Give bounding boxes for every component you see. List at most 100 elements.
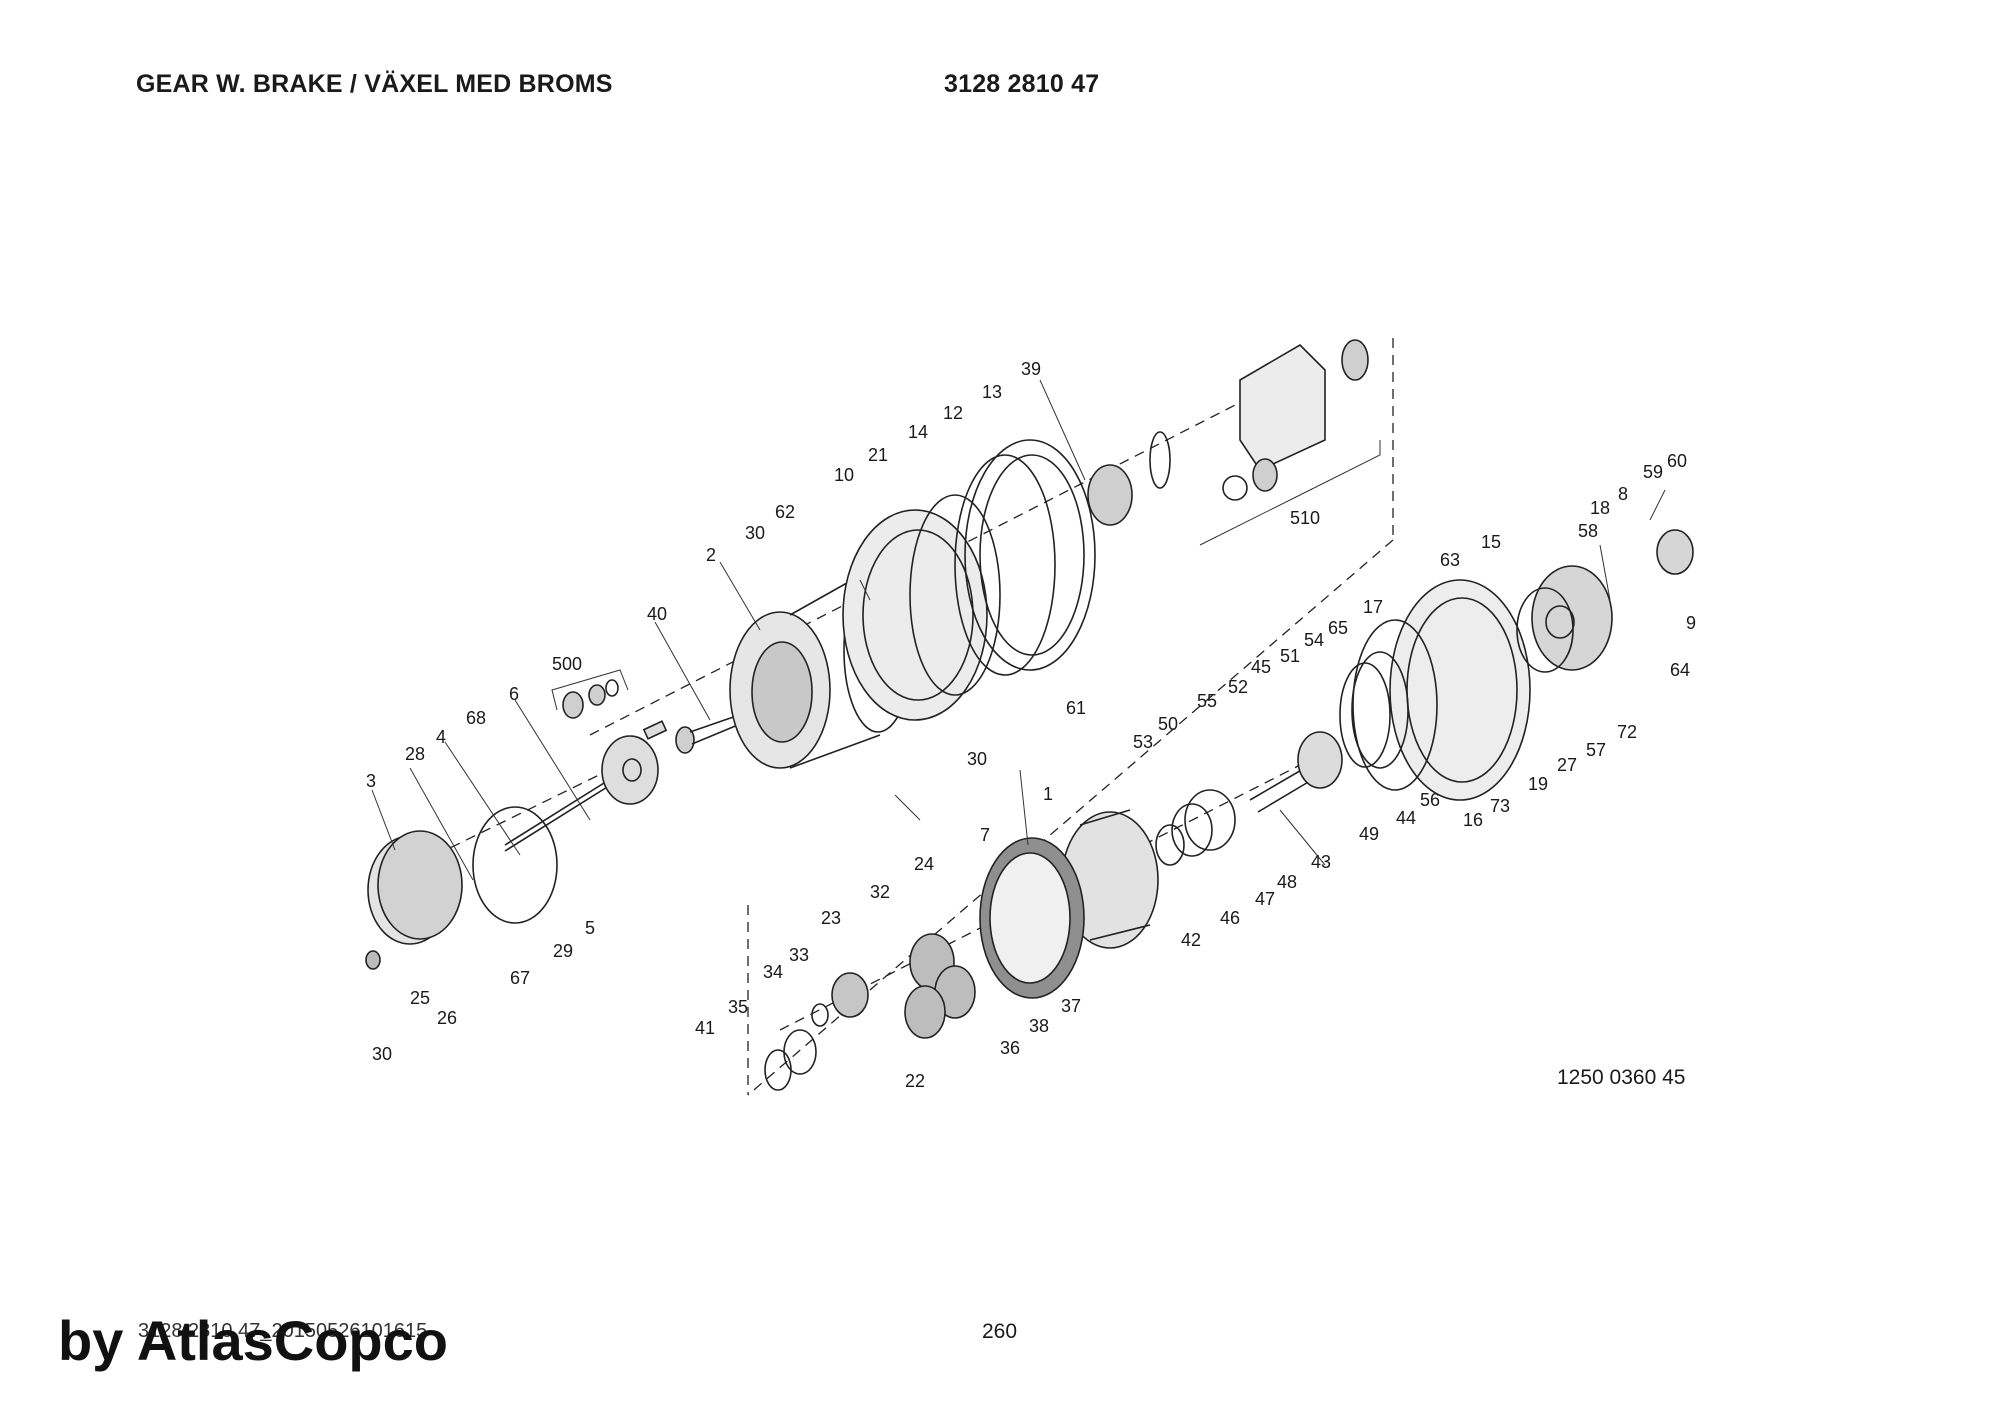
motor-adapter xyxy=(1516,529,1694,673)
part-number: 3128 2810 47 xyxy=(944,70,1100,98)
circlip xyxy=(1149,431,1171,489)
planet-carrier-510 xyxy=(1222,339,1369,501)
callout-label: 73 xyxy=(1490,796,1510,816)
callout-label: 1 xyxy=(1043,784,1053,804)
callout-label: 9 xyxy=(1686,613,1696,633)
callout-label: 19 xyxy=(1528,774,1548,794)
callout-label: 68 xyxy=(466,708,486,728)
callout-label: 3 xyxy=(366,771,376,791)
callout-label: 37 xyxy=(1061,996,1081,1016)
callout-label: 65 xyxy=(1328,618,1348,638)
callout-label: 6 xyxy=(509,684,519,704)
callout-label: 23 xyxy=(821,908,841,928)
assembly-brackets xyxy=(551,440,1381,711)
callout-label: 47 xyxy=(1255,889,1275,909)
callout-label: 17 xyxy=(1363,597,1383,617)
callout-label: 62 xyxy=(775,502,795,522)
callout-label: 7 xyxy=(980,825,990,845)
footer-code: 3128 2810 47_20150526101615 xyxy=(138,1320,428,1342)
callout-label: 40 xyxy=(647,604,667,624)
planet-gears-32 xyxy=(831,933,976,1039)
callout-label: 8 xyxy=(1618,484,1628,504)
callout-label: 54 xyxy=(1304,630,1324,650)
nut-30 xyxy=(365,950,381,970)
hub-1 xyxy=(1061,809,1159,949)
callout-label: 5 xyxy=(585,918,595,938)
ring-gear-7 xyxy=(979,837,1085,999)
callout-label: 64 xyxy=(1670,660,1690,680)
callout-label: 53 xyxy=(1133,732,1153,752)
callout-label: 41 xyxy=(695,1018,715,1038)
callout-label: 36 xyxy=(1000,1038,1020,1058)
brake-housing-17 xyxy=(1389,579,1531,801)
callout-label: 67 xyxy=(510,968,530,988)
callout-label: 44 xyxy=(1396,808,1416,828)
callout-label: 45 xyxy=(1251,657,1271,677)
callout-label: 500 xyxy=(552,654,582,674)
o-ring-29 xyxy=(472,806,558,924)
callout-label: 29 xyxy=(553,941,573,961)
callout-label: 58 xyxy=(1578,521,1598,541)
diagram-parts xyxy=(365,338,1694,1096)
callout-label: 2 xyxy=(706,545,716,565)
callout-label: 33 xyxy=(789,945,809,965)
callout-label: 48 xyxy=(1277,872,1297,892)
callout-labels: 1 2 3 4 5 6 7 8 9 10 12 13 14 15 16 17 1… xyxy=(366,359,1696,1091)
callout-label: 27 xyxy=(1557,755,1577,775)
gear-housing-2 xyxy=(729,567,913,769)
callout-label: 30 xyxy=(745,523,765,543)
callout-label: 35 xyxy=(728,997,748,1017)
callout-label: 49 xyxy=(1359,824,1379,844)
gear-set-500 xyxy=(562,679,668,740)
callout-label: 59 xyxy=(1643,462,1663,482)
callout-label: 46 xyxy=(1220,908,1240,928)
washers-35-41 xyxy=(764,1003,829,1091)
callout-label: 13 xyxy=(982,382,1002,402)
callout-label: 30 xyxy=(967,749,987,769)
page-number: 260 xyxy=(982,1320,1018,1343)
page-title: GEAR W. BRAKE / VÄXEL MED BROMS xyxy=(136,70,613,98)
callout-label: 55 xyxy=(1197,691,1217,711)
callout-label: 18 xyxy=(1590,498,1610,518)
callout-label: 50 xyxy=(1158,714,1178,734)
callout-label: 28 xyxy=(405,744,425,764)
callout-label: 510 xyxy=(1290,508,1320,528)
callout-label: 52 xyxy=(1228,677,1248,697)
callout-label: 72 xyxy=(1617,722,1637,742)
callout-label: 24 xyxy=(914,854,934,874)
callout-label: 51 xyxy=(1280,646,1300,666)
callout-label: 26 xyxy=(437,1008,457,1028)
callout-label: 34 xyxy=(763,962,783,982)
drawing-reference: 1250 0360 45 xyxy=(1557,1066,1686,1089)
callout-label: 16 xyxy=(1463,810,1483,830)
leader-lines xyxy=(371,379,1666,881)
bearing-rings xyxy=(842,439,1096,721)
callout-label: 61 xyxy=(1066,698,1086,718)
callout-label: 63 xyxy=(1440,550,1460,570)
callout-label: 10 xyxy=(834,465,854,485)
sun-gear-39 xyxy=(1087,464,1133,526)
callout-label: 12 xyxy=(943,403,963,423)
callout-label: 14 xyxy=(908,422,928,442)
callout-label: 42 xyxy=(1181,930,1201,950)
callout-label: 30 xyxy=(372,1044,392,1064)
callout-label: 4 xyxy=(436,727,446,747)
callout-label: 43 xyxy=(1311,852,1331,872)
callout-label: 15 xyxy=(1481,532,1501,552)
callout-label: 25 xyxy=(410,988,430,1008)
brake-shaft-43 xyxy=(1249,731,1343,813)
brake-rings xyxy=(1339,619,1438,791)
cover-part-3 xyxy=(367,830,463,945)
callout-label: 21 xyxy=(868,445,888,465)
callout-label: 32 xyxy=(870,882,890,902)
shaft-6 xyxy=(504,735,659,852)
callout-label: 38 xyxy=(1029,1016,1049,1036)
callout-label: 39 xyxy=(1021,359,1041,379)
callout-label: 22 xyxy=(905,1071,925,1091)
callout-label: 57 xyxy=(1586,740,1606,760)
brand-watermark: by AtlasCopco xyxy=(58,1309,448,1372)
spring-pack xyxy=(1155,789,1236,866)
callout-label: 56 xyxy=(1420,790,1440,810)
callout-label: 60 xyxy=(1667,451,1687,471)
